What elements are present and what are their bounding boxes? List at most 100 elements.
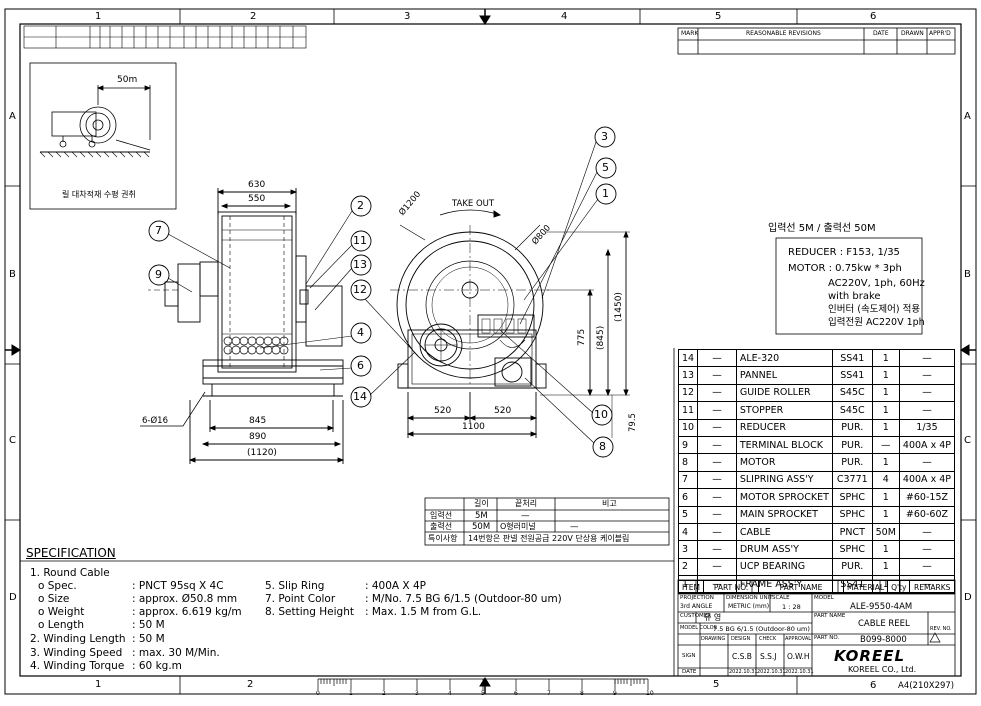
parts-cell: 1 <box>871 505 900 524</box>
parts-cell: PUR. <box>831 453 873 472</box>
dim-520-right: 520 <box>494 406 512 416</box>
balloon-11: 11 <box>353 234 367 247</box>
parts-cell: 1 <box>871 401 900 420</box>
spec-value: : approx. Ø50.8 mm <box>132 593 238 605</box>
col-label: 5 <box>715 11 722 22</box>
parts-cell: — <box>697 557 737 577</box>
parts-cell: — <box>898 401 956 420</box>
company-name: KOREEL CO., Ltd. <box>848 665 917 674</box>
ruler-tick-label: 10 <box>646 690 654 697</box>
parts-cell: 50M <box>871 522 900 542</box>
parts-cell: — <box>697 522 737 542</box>
parts-cell: 1 <box>871 366 900 385</box>
cable-cell: O형러미널 <box>500 522 536 531</box>
spec-label: o Length <box>38 619 84 631</box>
balloon-10: 10 <box>594 408 608 421</box>
parts-cell: 1 <box>871 488 900 507</box>
col-label: 1 <box>95 11 102 22</box>
tb-date1: 2022.10.31 <box>729 669 758 675</box>
parts-cell: — <box>697 505 737 524</box>
parts-cell: S45C <box>831 383 873 403</box>
row-label: C <box>964 435 971 446</box>
parts-cell: — <box>697 348 737 368</box>
front-view <box>390 209 630 438</box>
tb-scale-val: 1 : 28 <box>782 603 801 611</box>
sheet-size: A4(210X297) <box>898 681 955 691</box>
scale-ruler <box>317 678 649 690</box>
io-note: 입력선 5M / 출력선 50M <box>768 223 876 234</box>
balloon-9: 9 <box>155 268 162 281</box>
parts-cell: 9 <box>677 435 699 455</box>
parts-cell: — <box>898 348 956 368</box>
zone-ticks <box>5 9 976 694</box>
spec-label: 5. Slip Ring <box>265 580 325 592</box>
special-note: 14번항은 판넬 전원공급 220V 단상용 케이블림 <box>468 534 630 543</box>
parts-cell: — <box>697 383 737 403</box>
balloon-3: 3 <box>601 130 608 143</box>
hdr-part-name: PART NAME <box>758 580 845 594</box>
parts-cell: REDUCER <box>735 418 833 437</box>
parts-cell: 1 <box>871 348 900 368</box>
tb-customer: CUSTOMER <box>680 613 712 619</box>
spec-value: : approx. 6.619 kg/m <box>132 606 242 618</box>
dim-520-left: 520 <box>434 406 452 416</box>
parts-cell: 2 <box>677 557 699 577</box>
spec-title: SPECIFICATION <box>26 546 116 560</box>
take-out-label: TAKE OUT <box>452 199 495 209</box>
dim-1120: (1120) <box>247 448 277 458</box>
hdr-material: MATERIAL <box>843 580 889 594</box>
col-label: 2 <box>250 11 257 22</box>
parts-cell: — <box>697 435 737 455</box>
title-block-grid <box>677 579 956 677</box>
inset-caption: 릴 대차적재 수평 권취 <box>62 190 136 199</box>
spec-value: : 400A X 4P <box>365 580 426 592</box>
tb-check: CHECK <box>759 636 777 642</box>
parts-cell: 7 <box>677 470 699 490</box>
note-line: REDUCER : F153, 1/35 <box>788 247 900 258</box>
parts-cell: PUR. <box>831 435 873 455</box>
dim-79-5: 79.5 <box>628 413 638 432</box>
parts-cell: — <box>898 557 956 577</box>
tb-sign1: C.S.B <box>732 652 752 661</box>
note-line: with brake <box>828 291 881 302</box>
parts-cell: 400A x 4P <box>898 470 956 490</box>
parts-cell: 400A x 4P <box>898 435 956 455</box>
spec-value: : Max. 1.5 M from G.L. <box>365 606 482 618</box>
parts-cell: STOPPER <box>735 401 833 420</box>
parts-cell: C3771 <box>831 470 873 490</box>
parts-cell: — <box>898 366 956 385</box>
tb-customer-val: 유 영 <box>704 613 722 622</box>
parts-cell: PUR. <box>831 557 873 577</box>
balloon-4: 4 <box>357 326 364 339</box>
parts-cell: 6 <box>677 488 699 507</box>
cable-row-label: 입력선 <box>430 511 453 520</box>
spec-label: 2. Winding Length <box>30 633 126 645</box>
spec-label: 8. Setting Height <box>265 606 354 618</box>
parts-cell: — <box>697 540 737 559</box>
parts-header: ITEM PART NO. PART NAME MATERIAL Q'ty RE… <box>677 580 955 594</box>
parts-cell: SLIPRING ASS'Y <box>735 470 833 490</box>
dim-845-v: (845) <box>596 325 606 350</box>
side-view <box>140 188 345 464</box>
dim-775: 775 <box>577 328 587 346</box>
parts-cell: 3 <box>677 540 699 559</box>
parts-cell: #60-15Z <box>898 488 956 507</box>
balloons <box>148 126 617 458</box>
col-label: 1 <box>95 679 102 690</box>
tb-rev-no: REV. NO. <box>930 626 952 632</box>
parts-cell: #60-60Z <box>898 505 956 524</box>
company-logo: KOREEL <box>834 647 906 665</box>
tb-design: DESIGN <box>731 636 751 642</box>
note-line: AC220V, 1ph, 60Hz <box>828 278 925 289</box>
parts-cell: 1/35 <box>898 418 956 437</box>
parts-cell: MOTOR <box>735 453 833 472</box>
parts-cell: — <box>697 418 737 437</box>
tb-part-name: PART NAME <box>814 613 846 619</box>
